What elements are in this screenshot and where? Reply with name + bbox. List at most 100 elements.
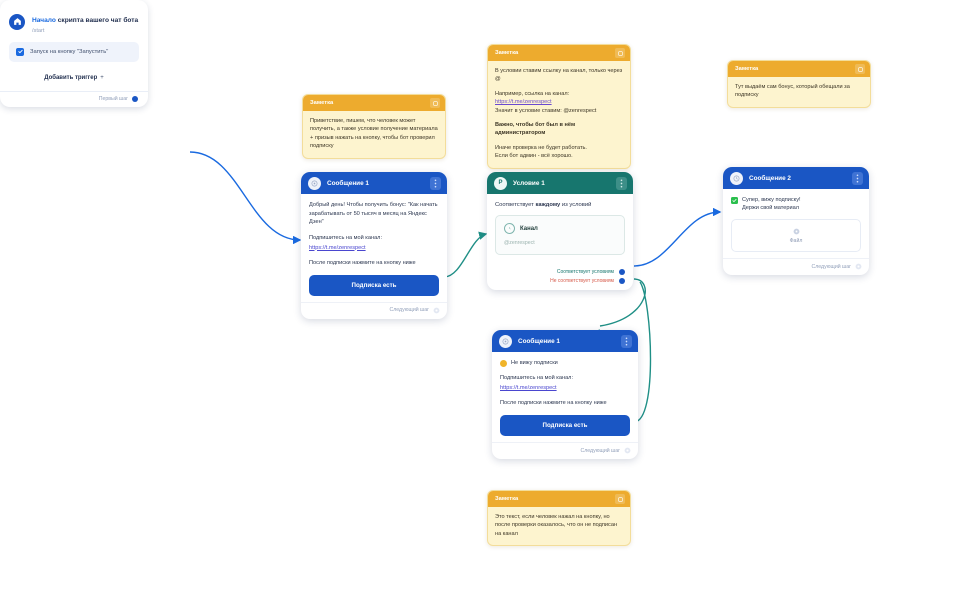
note-title: Заметка xyxy=(735,66,759,72)
condition-output-no[interactable]: Не соответствует условиям xyxy=(487,278,625,284)
note-body: Это текст, если человек нажал на кнопку,… xyxy=(488,507,630,545)
add-trigger-label: Добавить триггер xyxy=(44,74,98,81)
note-card-2[interactable]: Заметка В условии ставим ссылку на канал… xyxy=(487,44,631,169)
condition-output-yes-label: Соответствует условиям xyxy=(556,269,614,275)
subscribe-confirm-button[interactable]: Подписка есть xyxy=(309,274,439,296)
message-node-1[interactable]: Сообщение 1 Добрый день! Чтобы получить … xyxy=(301,172,447,319)
note-paragraph: Тут выдаём сам бонус, который обещали за… xyxy=(735,84,850,99)
note-link[interactable]: https://t.me/zenrespect xyxy=(495,99,552,106)
message-icon xyxy=(308,176,321,190)
message-paragraph: Добрый день! Чтобы получить бонус: "Как … xyxy=(309,202,438,226)
home-icon xyxy=(9,13,25,30)
message-icon xyxy=(499,334,512,348)
condition-lead-suffix: из условий xyxy=(560,202,592,208)
note-card-4[interactable]: Заметка Это текст, если человек нажал на… xyxy=(487,490,631,547)
check-mark-button-emoji xyxy=(731,197,738,204)
note-card-1[interactable]: Заметка Приветствие, пишем, что человек … xyxy=(302,94,446,159)
output-port[interactable] xyxy=(619,278,625,284)
next-step-label: Следующий шаг xyxy=(811,263,852,270)
message-node-header: Сообщение 2 xyxy=(723,167,869,189)
note-title: Заметка xyxy=(495,496,519,502)
plus-icon: + xyxy=(100,74,104,81)
note-header: Заметка xyxy=(303,95,445,111)
message-paragraph: Подпишитесь на мой канал: xyxy=(309,234,383,241)
note-collapse-icon[interactable] xyxy=(615,48,625,58)
note-header: Заметка xyxy=(728,61,870,77)
note-title: Заметка xyxy=(310,100,334,106)
message-node-title: Сообщение 1 xyxy=(518,337,560,345)
start-node-title: Начало скрипта вашего чат бота xyxy=(32,17,138,24)
note-paragraph: Это текст, если человек нажал на кнопку,… xyxy=(495,514,618,537)
more-vertical-icon[interactable] xyxy=(430,176,441,190)
file-attachment[interactable]: Файл xyxy=(731,219,861,253)
start-node-title-rest: скрипта вашего чат бота xyxy=(55,17,139,24)
channel-link[interactable]: https://t.me/zenrespect xyxy=(309,244,366,251)
note-paragraph: Иначе проверка не будет работать. xyxy=(495,144,587,151)
next-step-label: Следующий шаг xyxy=(580,447,621,454)
note-title: Заметка xyxy=(495,50,519,56)
note-collapse-icon[interactable] xyxy=(430,98,440,108)
note-collapse-icon[interactable] xyxy=(855,64,865,74)
message-node-body: Не вижу подписки Подпишитесь на мой кана… xyxy=(492,352,638,442)
message-node-title: Сообщение 2 xyxy=(749,174,791,182)
condition-item-value: @zenrespect xyxy=(504,240,535,246)
condition-output-no-label: Не соответствует условиям xyxy=(550,278,614,284)
start-node-title-accent: Начало xyxy=(32,17,56,24)
message-node-body: Добрый день! Чтобы получить бонус: "Как … xyxy=(301,194,447,302)
gear-icon[interactable] xyxy=(433,307,440,314)
clock-icon xyxy=(504,223,515,234)
message-node-footer: Следующий шаг xyxy=(723,258,869,275)
clock-icon xyxy=(730,171,743,185)
file-icon xyxy=(793,228,799,235)
condition-lead-prefix: Соответствует xyxy=(495,202,536,208)
condition-lead-bold: каждому xyxy=(535,202,561,208)
next-step-label: Следующий шаг xyxy=(389,307,430,314)
trigger-row[interactable]: Запуск на кнопку "Запустить" xyxy=(9,41,139,62)
note-body: Приветствие, пишем, что человек может по… xyxy=(303,111,445,158)
channel-link[interactable]: https://t.me/zenrespect xyxy=(500,384,557,391)
message-emoji-text: Супер, вижу подписку! Держи свой материа… xyxy=(742,197,801,212)
condition-node-body: Соответствует каждому из условий Канал @… xyxy=(487,194,633,262)
subscribe-confirm-button[interactable]: Подписка есть xyxy=(500,415,630,437)
file-label: Файл xyxy=(789,238,803,245)
start-node-footer-label: Первый шаг xyxy=(98,95,128,102)
checkbox-icon[interactable] xyxy=(16,47,24,56)
more-vertical-icon[interactable] xyxy=(852,171,863,185)
note-card-3[interactable]: Заметка Тут выдаём сам бонус, который об… xyxy=(727,60,871,108)
note-body: Тут выдаём сам бонус, который обещали за… xyxy=(728,77,870,107)
message-paragraph: После подписки нажмите на кнопку ниже xyxy=(500,400,607,407)
gear-icon[interactable] xyxy=(624,447,631,454)
message-node-title: Сообщение 1 xyxy=(327,179,369,187)
add-trigger-button[interactable]: Добавить триггер+ xyxy=(9,68,139,89)
output-port[interactable] xyxy=(619,269,625,275)
output-port[interactable] xyxy=(132,95,138,102)
more-vertical-icon[interactable] xyxy=(621,334,632,348)
message-node-header: Сообщение 1 xyxy=(301,172,447,194)
note-body: В условии ставим ссылку на канал, только… xyxy=(488,61,630,168)
condition-node-1[interactable]: P Условие 1 Соответствует каждому из усл… xyxy=(487,172,633,290)
start-node-subtitle: /start xyxy=(32,28,45,35)
note-paragraph: Важно, чтобы бот был в нём администратор… xyxy=(495,121,576,137)
note-collapse-icon[interactable] xyxy=(615,494,625,504)
note-paragraph: Например, ссылка на канал: xyxy=(495,90,570,97)
condition-item[interactable]: Канал @zenrespect xyxy=(495,215,625,255)
message-node-footer: Следующий шаг xyxy=(301,301,447,319)
note-header: Заметка xyxy=(488,45,630,61)
condition-output-yes[interactable]: Соответствует условиям xyxy=(487,269,625,275)
message-node-3[interactable]: Сообщение 1 Не вижу подписки Подпишитесь… xyxy=(492,330,638,460)
gear-icon[interactable] xyxy=(855,263,862,270)
start-node[interactable]: Начало скрипта вашего чат бота /start За… xyxy=(0,0,148,107)
note-paragraph: Приветствие, пишем, что человек может по… xyxy=(310,118,438,150)
message-node-footer: Следующий шаг xyxy=(492,442,638,459)
message-emoji-text: Не вижу подписки xyxy=(511,360,558,366)
note-header: Заметка xyxy=(488,491,630,507)
note-paragraph: Если бот админ - всё хорошо. xyxy=(495,153,573,160)
condition-node-title: Условие 1 xyxy=(513,179,545,187)
condition-avatar: P xyxy=(494,176,507,190)
start-node-header: Начало скрипта вашего чат бота /start xyxy=(0,0,148,42)
confused-face-emoji xyxy=(500,360,507,367)
message-node-2[interactable]: Сообщение 2 Супер, вижу подписку! Держи … xyxy=(723,167,869,276)
more-vertical-icon[interactable] xyxy=(616,176,627,190)
condition-node-header: P Условие 1 xyxy=(487,172,633,194)
